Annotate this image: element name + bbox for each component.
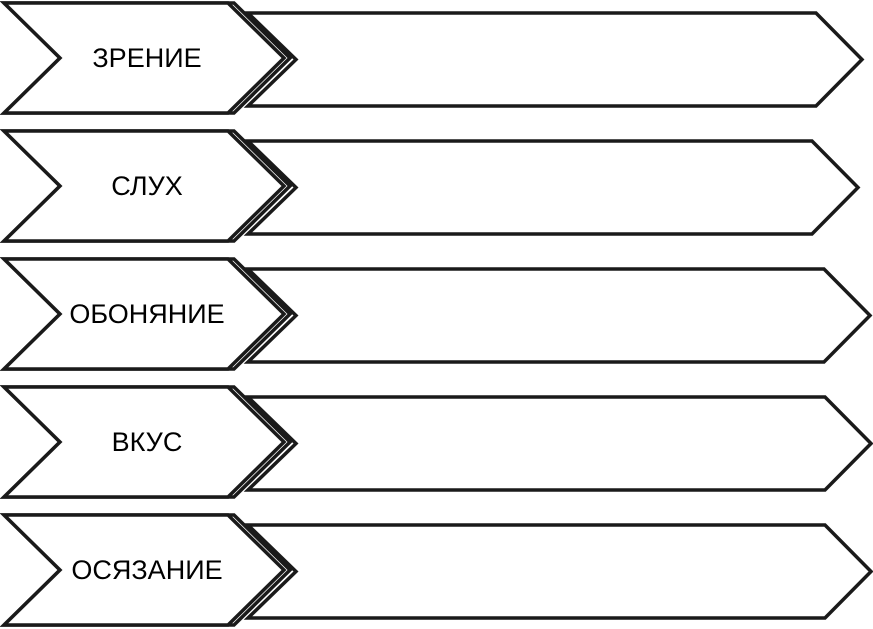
chevron-row: ОСЯЗАНИЕ: [0, 513, 873, 627]
chevron-label: ОСЯЗАНИЕ: [71, 555, 222, 585]
label-chevron: [0, 513, 287, 627]
label-chevron: [0, 385, 287, 499]
chevron-label: ВКУС: [112, 427, 183, 457]
content-arrow: [243, 523, 873, 620]
chevron-row: ОБОНЯНИЕ: [0, 257, 873, 371]
label-chevron: [0, 129, 287, 243]
content-arrow: [243, 267, 873, 364]
chevron-label: ЗРЕНИЕ: [92, 43, 201, 73]
chevron-label: ОБОНЯНИЕ: [69, 299, 224, 329]
content-arrow: [243, 395, 873, 492]
chevron-row: СЛУХ: [0, 129, 861, 243]
label-chevron: [0, 257, 287, 371]
chevron-row: ВКУС: [0, 385, 873, 499]
chevron-label: СЛУХ: [111, 171, 182, 201]
label-chevron: [0, 1, 287, 115]
content-arrow: [243, 11, 865, 108]
content-arrow: [243, 139, 861, 236]
chevron-row: ЗРЕНИЕ: [0, 1, 865, 115]
